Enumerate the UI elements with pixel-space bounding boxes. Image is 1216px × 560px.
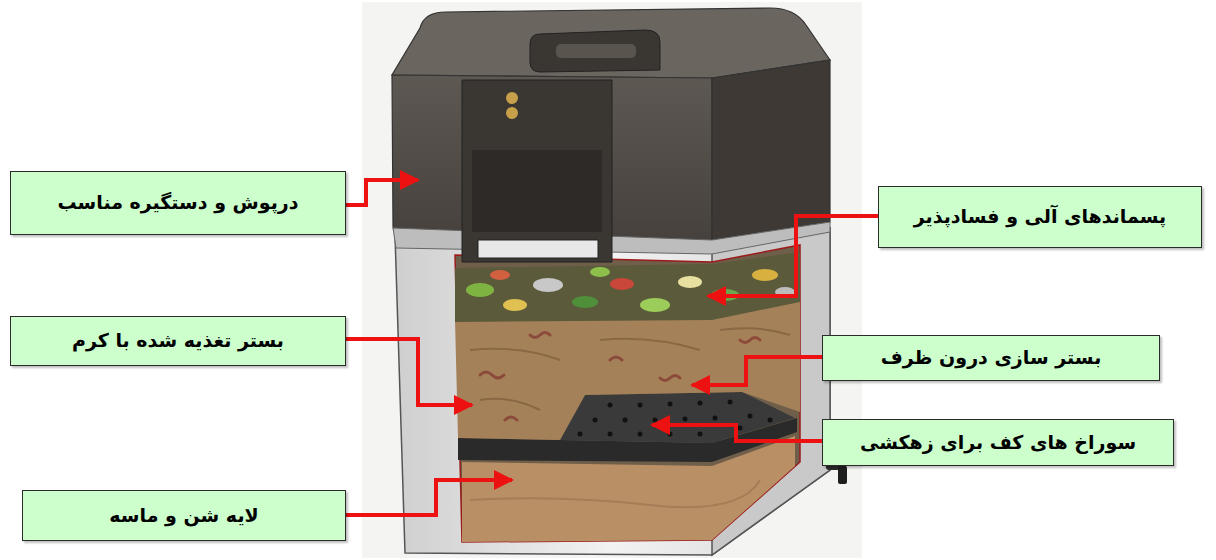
hole	[698, 401, 703, 406]
scrap	[533, 278, 563, 292]
waste-bits	[466, 267, 795, 312]
scrap	[490, 270, 510, 280]
leader-line	[346, 339, 472, 405]
scrap	[752, 269, 778, 281]
hole	[608, 432, 613, 437]
worm	[480, 372, 504, 378]
hatch-opening	[478, 240, 598, 258]
scrap	[503, 299, 527, 311]
hole	[623, 418, 628, 423]
label-text: سوراخ های کف برای زهکشی	[860, 431, 1136, 455]
scrap	[590, 267, 610, 277]
soil-texture	[470, 328, 790, 410]
scrap	[640, 298, 670, 312]
worm	[660, 376, 680, 381]
sand-texture	[470, 480, 760, 507]
feeder-hatch	[462, 80, 612, 262]
hole	[668, 402, 673, 407]
bin-lid	[392, 8, 830, 262]
hole	[713, 416, 718, 421]
handle-grip	[556, 44, 636, 58]
hole	[593, 418, 598, 423]
worms	[480, 333, 760, 421]
label-box: بستر سازی درون ظرف	[822, 335, 1160, 381]
label-text: بستر سازی درون ظرف	[881, 346, 1102, 370]
hole	[768, 418, 773, 423]
hole	[728, 400, 733, 405]
lid-side	[712, 60, 830, 240]
label-box: لایه شن و ماسه	[22, 490, 346, 541]
leader-line	[346, 480, 512, 515]
worm	[505, 417, 517, 420]
cutaway-edge	[455, 245, 800, 542]
hole	[638, 403, 643, 408]
hatch-door	[472, 150, 602, 232]
leader-line	[346, 180, 418, 205]
hole	[738, 426, 743, 431]
lid-handle	[530, 30, 660, 72]
label-box: بستر تغذیه شده با کرم	[10, 316, 346, 366]
label-text: درپوش و دستگیره مناسب	[57, 191, 298, 215]
scrap	[572, 296, 598, 308]
tap-spout	[838, 466, 847, 484]
label-box: درپوش و دستگیره مناسب	[10, 171, 346, 235]
hole	[698, 432, 703, 437]
bin-outer-wall	[395, 228, 830, 555]
paper-background	[362, 2, 862, 558]
hole	[668, 432, 673, 437]
tray-holes	[578, 400, 773, 437]
hatch-button	[506, 92, 518, 104]
worm	[610, 357, 622, 360]
leader-line	[708, 216, 878, 296]
bin-cutaway	[455, 245, 800, 542]
hatch-button	[506, 107, 518, 119]
worm	[530, 333, 550, 338]
label-box: سوراخ های کف برای زهکشی	[822, 419, 1174, 466]
hole	[608, 403, 613, 408]
hole	[683, 417, 688, 422]
scrap	[610, 278, 634, 290]
label-box: پسماندهای آلی و فسادپذیر	[878, 186, 1202, 248]
lid-top	[392, 8, 830, 78]
scrap	[678, 276, 702, 288]
leader-lines	[346, 180, 878, 515]
leader-line	[692, 357, 822, 385]
hole	[748, 414, 753, 419]
label-text: لایه شن و ماسه	[109, 504, 258, 528]
hole	[653, 418, 658, 423]
tray-floor	[560, 392, 795, 443]
hole	[578, 432, 583, 437]
leader-line	[652, 425, 822, 441]
label-text: پسماندهای آلی و فسادپذیر	[914, 205, 1166, 229]
hole	[638, 432, 643, 437]
label-text: بستر تغذیه شده با کرم	[72, 329, 284, 353]
bin-body	[395, 228, 830, 555]
worm	[740, 338, 760, 343]
scrap	[466, 283, 494, 297]
